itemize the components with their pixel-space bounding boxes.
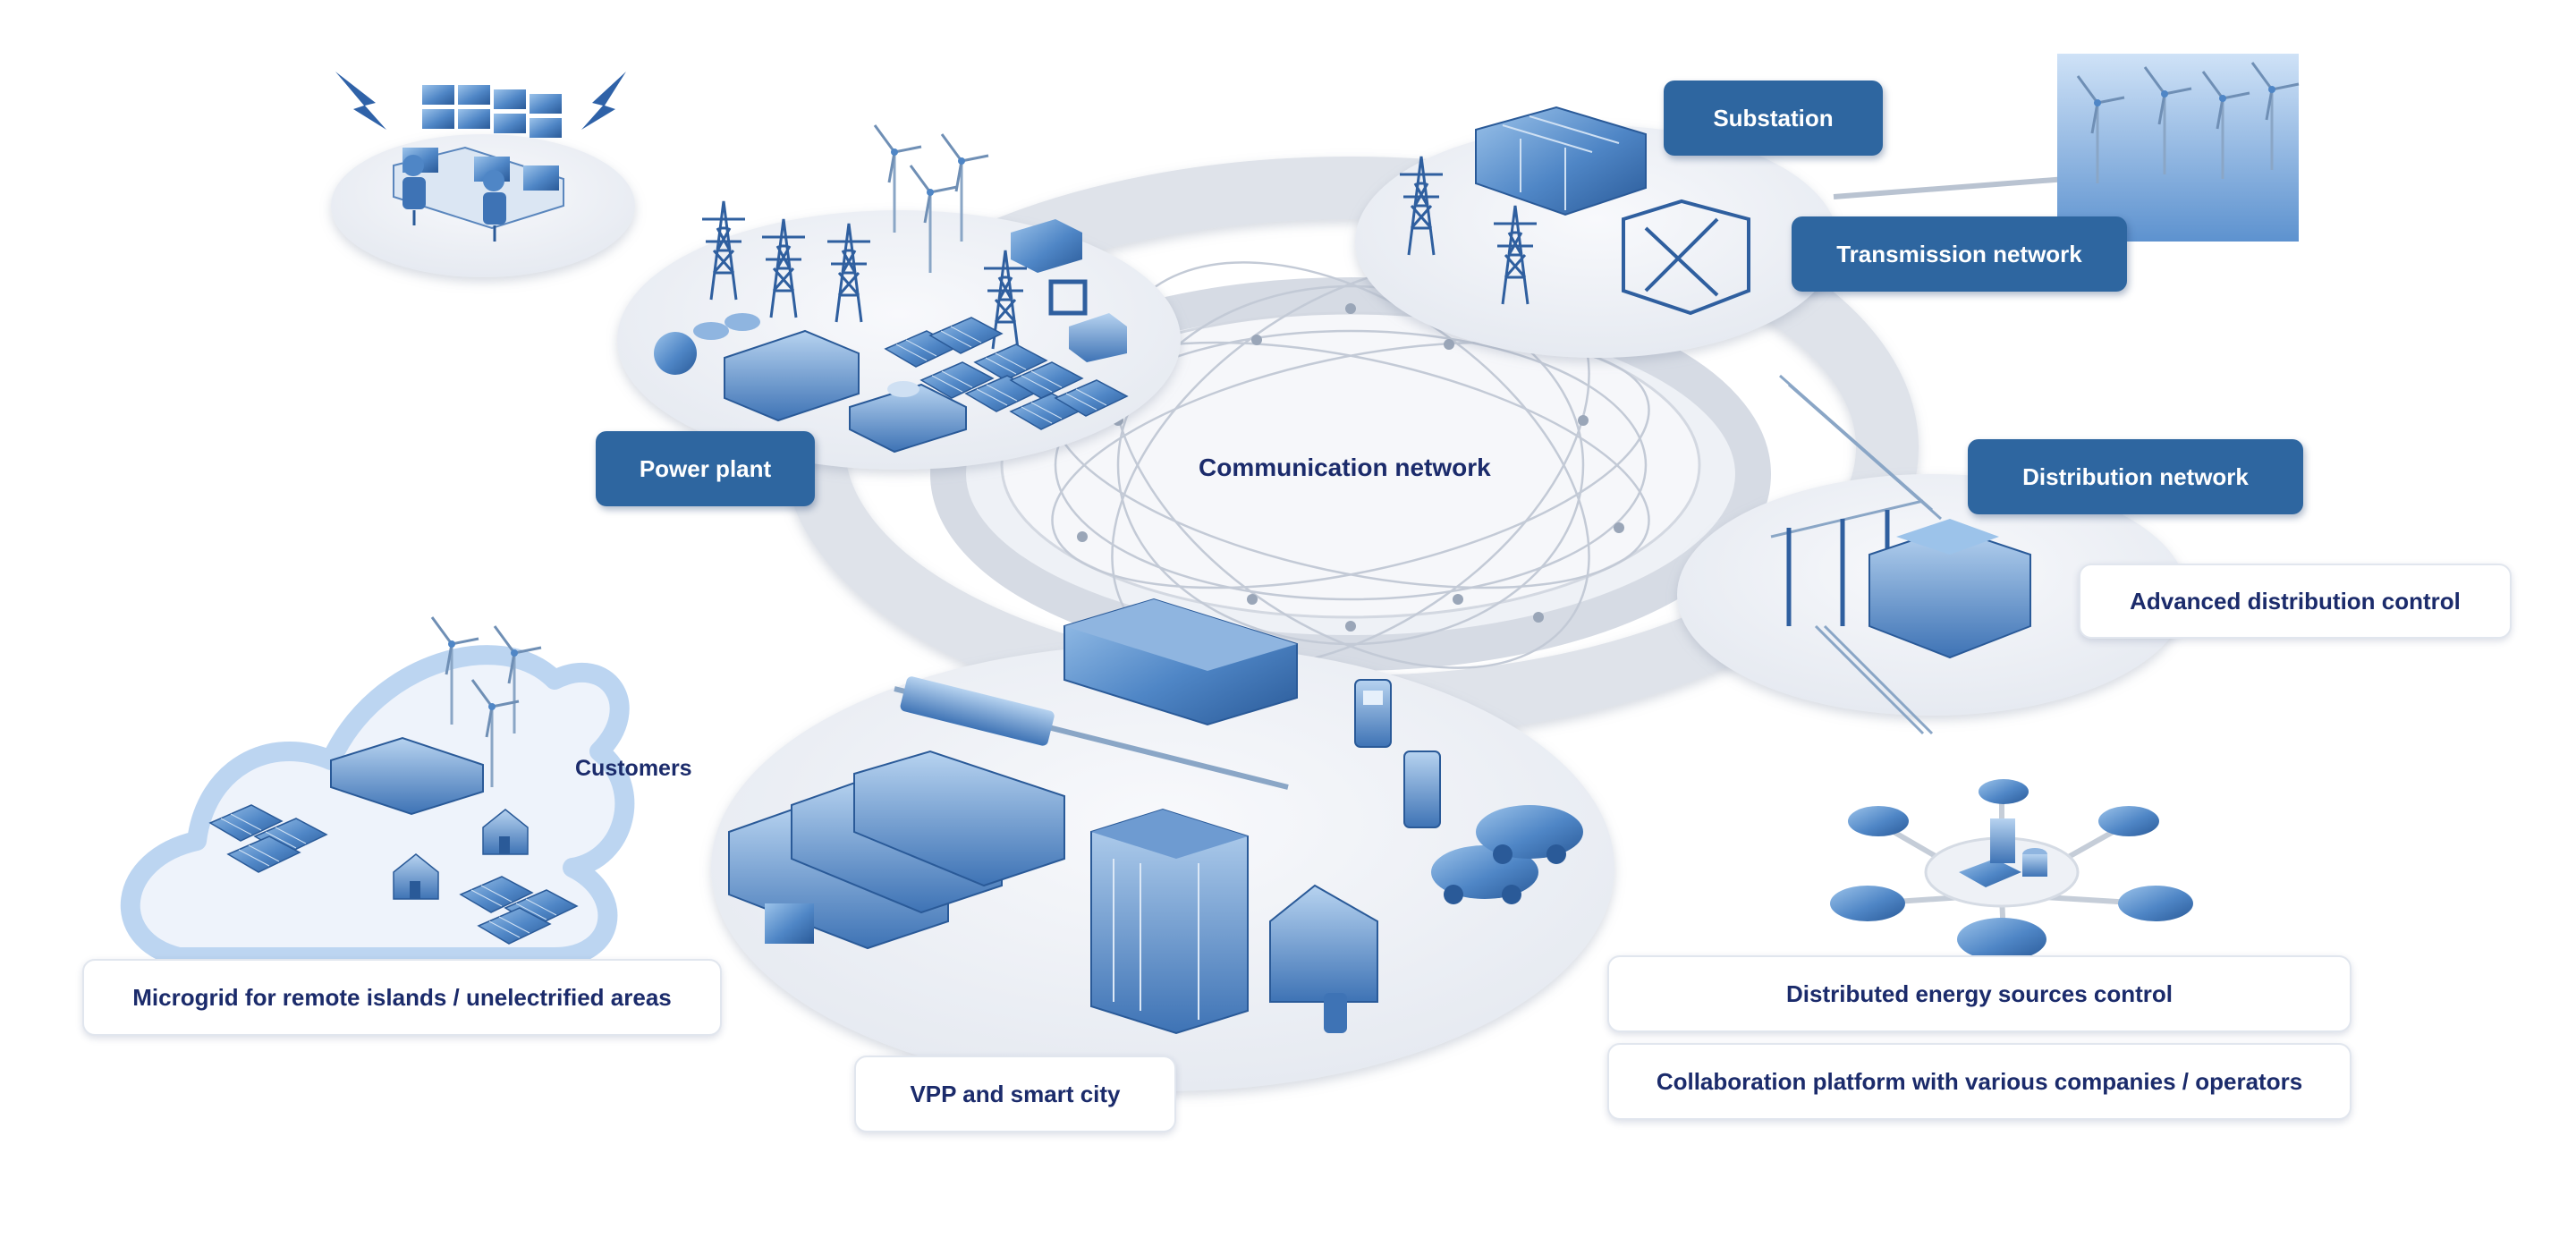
distributed-energy-control-label: Distributed energy sources control <box>1607 955 2351 1032</box>
laptop-icon <box>1959 859 2021 887</box>
communication-network-label: Communication network <box>1199 454 1491 481</box>
ev-charging <box>1403 750 1583 904</box>
lightning-icon-right <box>581 72 626 130</box>
substation-island <box>1355 106 2067 358</box>
distributed-energy-hub <box>1830 779 2193 961</box>
office-tower <box>1090 808 1249 1035</box>
collaboration-platform-label: Collaboration platform with various comp… <box>1607 1043 2351 1120</box>
house-with-battery <box>1269 884 1378 1033</box>
advanced-distribution-control-label: Advanced distribution control <box>2079 564 2512 639</box>
distribution-network-label: Distribution network <box>1968 439 2303 514</box>
microgrid-factory <box>330 736 484 816</box>
plant-buildings <box>654 219 1127 454</box>
power-plant-label: Power plant <box>596 431 815 506</box>
customers-label: Customers <box>575 756 692 781</box>
microgrid-island <box>120 615 635 967</box>
train-station <box>894 598 1298 790</box>
operator-desks <box>393 146 564 242</box>
lightning-icon-left <box>335 72 386 130</box>
control-room-island <box>331 72 635 277</box>
smart-city-island <box>711 598 1614 1091</box>
distribution-island <box>1677 374 2187 735</box>
factory-warehouses <box>728 750 1065 950</box>
server-icon <box>1990 818 2015 863</box>
smart-meter <box>1354 679 1392 748</box>
offshore-wind-farm <box>2057 54 2301 242</box>
video-wall <box>422 85 562 138</box>
mesh-nodes <box>1077 303 1624 632</box>
power-plant-island <box>617 123 1181 470</box>
transmission-network-label: Transmission network <box>1792 216 2127 292</box>
switchgear-frame <box>1622 199 1750 316</box>
substation-transformers <box>1475 106 1647 216</box>
substation-label: Substation <box>1664 81 1883 156</box>
microgrid-label: Microgrid for remote islands / unelectri… <box>82 959 722 1036</box>
distribution-lines <box>1770 374 1942 735</box>
vpp-smart-city-label: VPP and smart city <box>854 1056 1176 1132</box>
